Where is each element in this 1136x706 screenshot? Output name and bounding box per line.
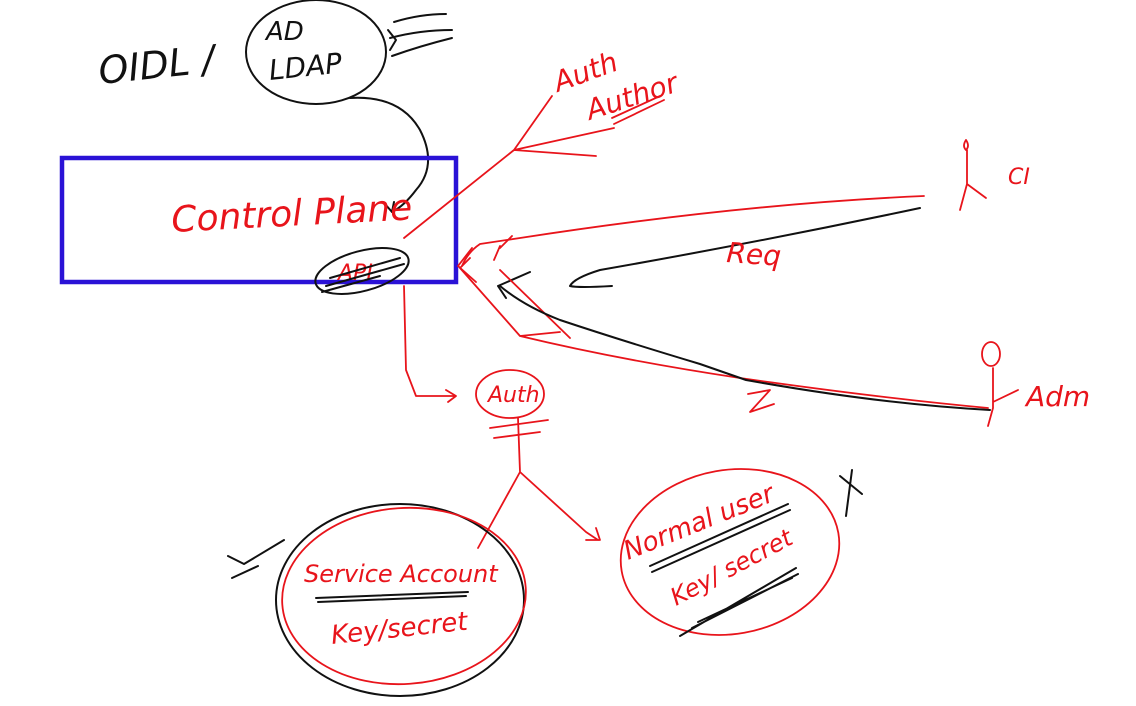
service-account-underline xyxy=(315,591,469,603)
auth-author-group: Auth Author xyxy=(403,45,683,239)
control-plane-box xyxy=(59,155,459,285)
ci-request-black xyxy=(569,207,921,288)
incoming-arrows xyxy=(387,13,453,57)
control-plane-label: Control Plane xyxy=(170,187,413,241)
req-label: Req xyxy=(726,236,783,273)
normal-user-node: Normal user Key/ secret xyxy=(619,468,863,637)
nu-key-secret-strike xyxy=(679,567,799,637)
oidl-label: OIDL / xyxy=(96,37,221,93)
request-arrowheads xyxy=(457,235,513,283)
author-underline xyxy=(611,95,665,125)
admin-head xyxy=(981,341,1001,367)
auth-stem-branches xyxy=(477,417,601,549)
identity-provider-group: OIDL / AD LDAP xyxy=(96,0,453,213)
auth-branch-lines xyxy=(403,95,615,239)
service-account-node: Service Account Key/secret xyxy=(227,503,527,697)
api-circle xyxy=(314,247,410,295)
ad-ldap-circle xyxy=(245,0,387,105)
admin-actor: Adm xyxy=(981,341,1090,427)
adm-label: Adm xyxy=(1024,380,1090,413)
cross-mark-icon xyxy=(839,469,863,517)
api-strikethrough xyxy=(321,257,405,293)
service-account-inner-circle xyxy=(281,506,527,686)
auth-circle xyxy=(475,369,545,419)
normal-user-underline xyxy=(649,503,791,573)
api-to-auth-connector xyxy=(403,285,457,403)
service-account-outer-circle xyxy=(275,503,525,697)
ldap-label: LDAP xyxy=(267,46,343,86)
auth-middle-node: Auth xyxy=(403,285,601,549)
ad-label: AD xyxy=(264,17,304,47)
checkmark-icon xyxy=(227,539,285,579)
ad-to-control-plane-connector xyxy=(349,96,430,213)
ci-request-red xyxy=(461,195,925,267)
ci-stick-figure xyxy=(959,139,987,211)
ci-label: CI xyxy=(1008,165,1030,190)
admin-request-black xyxy=(499,285,991,411)
ci-actor: CI xyxy=(959,139,1030,211)
admin-body xyxy=(987,367,1019,427)
auth-mid-label: Auth xyxy=(486,383,540,408)
normal-user-circle xyxy=(619,468,841,636)
ci-black-arrowhead xyxy=(497,271,531,299)
api-node: API xyxy=(314,247,410,295)
service-account-label: Service Account xyxy=(304,560,499,588)
sa-key-secret-label: Key/secret xyxy=(330,607,470,651)
request-flows: Req xyxy=(457,195,991,413)
step-two-mark xyxy=(747,389,775,413)
